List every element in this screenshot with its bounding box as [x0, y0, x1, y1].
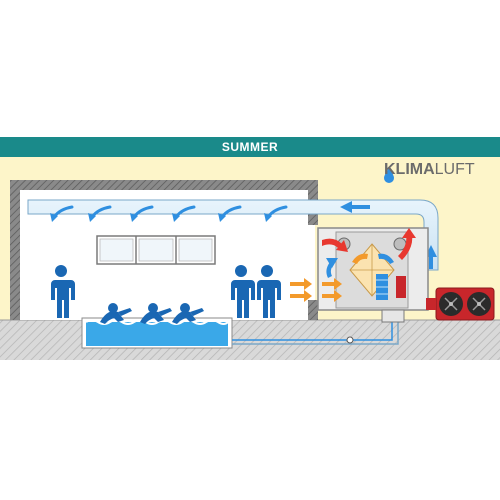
duct-flow-arrow [340, 201, 370, 213]
banner-title: SUMMER [221, 140, 279, 154]
brand-name-bold: KLIMA [384, 161, 435, 178]
water-drop-icon [384, 168, 394, 183]
banner-bar [0, 137, 500, 157]
roof-wall [10, 180, 318, 190]
pump-base [381, 309, 405, 323]
exhaust-air-arrows [322, 228, 416, 260]
person-icon [231, 265, 255, 318]
cold-air-arrows [326, 253, 394, 278]
left-wall [10, 180, 20, 320]
supply-arrow-heads [50, 213, 272, 222]
swimmer-icon [140, 303, 172, 324]
person-icon [257, 265, 281, 318]
windows [96, 235, 216, 265]
brand-name-light: LUFT [434, 161, 475, 178]
swimmer-icon [172, 303, 204, 324]
pool-water [86, 322, 228, 346]
return-air-arrows [290, 253, 368, 302]
heat-pump-unit [426, 287, 495, 321]
right-wall-lower [308, 300, 318, 320]
person-icon [51, 265, 75, 318]
brand-logo: KLIMALUFT [384, 160, 475, 180]
swimmer-icon [100, 303, 132, 324]
